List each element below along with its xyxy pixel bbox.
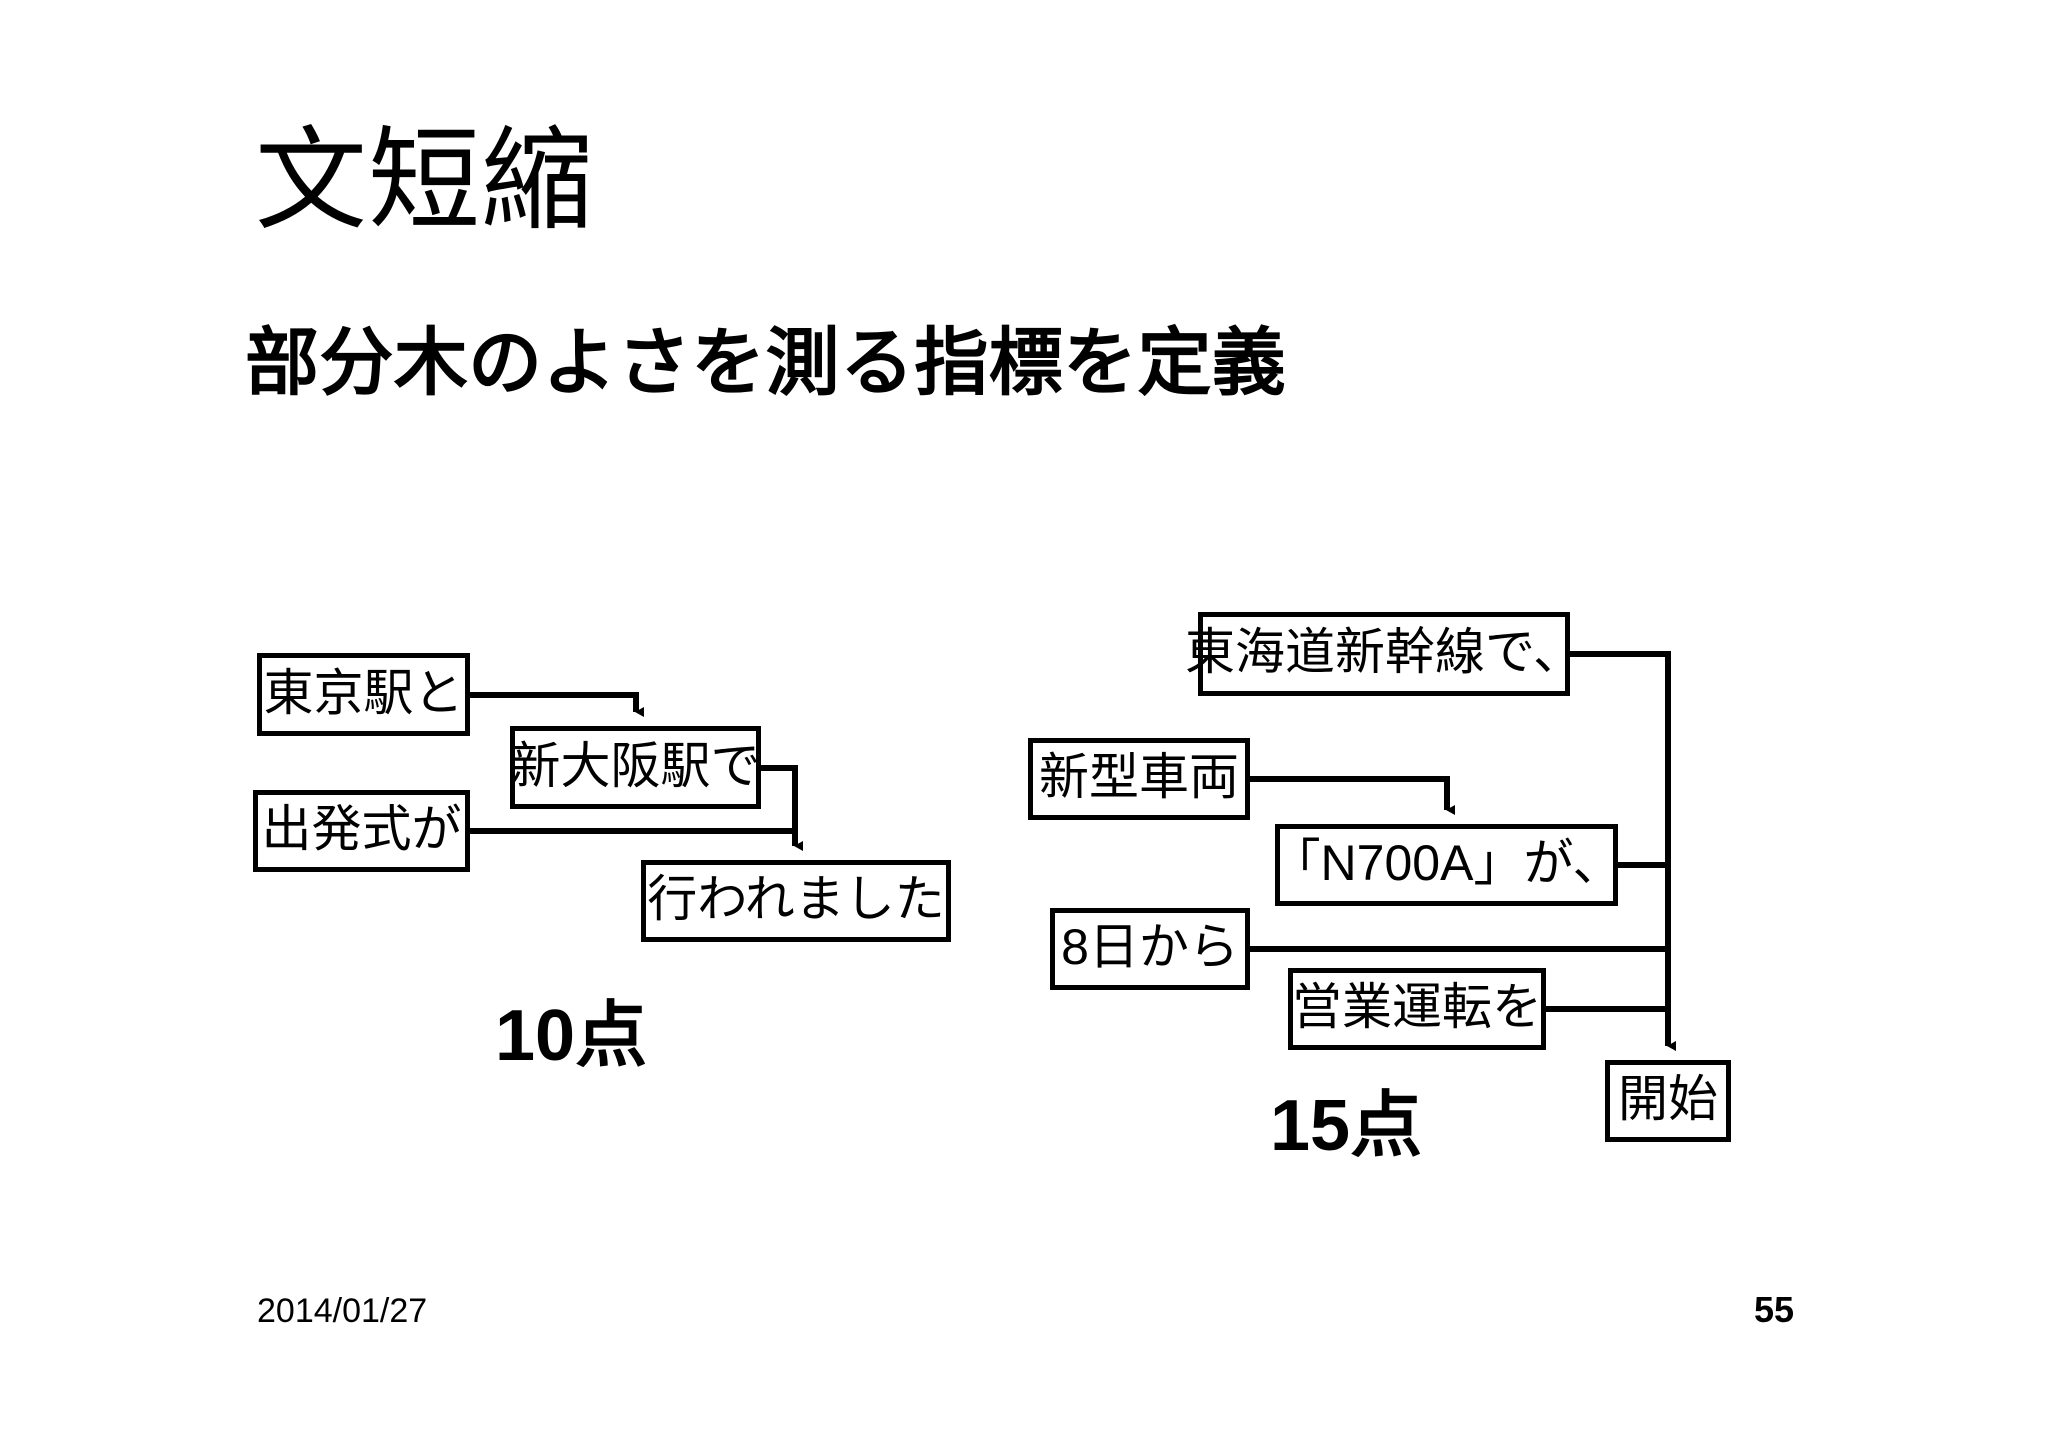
tree-node-left-2[interactable]: 新大阪駅で (510, 726, 761, 809)
tree-node-left-4[interactable]: 行われました (641, 860, 951, 942)
tree-node-right-3[interactable]: 「N700A」が、 (1271, 824, 1622, 906)
score-label-right: 15点 (1270, 1086, 1423, 1166)
edge-shinosaka-to-okonawaremashita (761, 765, 803, 851)
tree-node-right-5[interactable]: 営業運転を (1288, 968, 1546, 1050)
tree-node-right-2[interactable]: 新型車両 (1028, 738, 1250, 820)
edge-shingatasharyo-to-n700a (1250, 776, 1455, 815)
tree-node-right-6[interactable]: 開始 (1605, 1060, 1731, 1142)
footer-page-number: 55 (1754, 1289, 1795, 1330)
tree-node-right-1[interactable]: 東海道新幹線で、 (1185, 612, 1583, 696)
score-label-left: 10点 (495, 996, 648, 1076)
tree-node-right-4[interactable]: 8日から (1050, 908, 1250, 990)
tree-node-left-3[interactable]: 出発式が (253, 790, 470, 872)
page-title: 文短縮 (255, 118, 595, 243)
page-subtitle: 部分木のよさを測る指標を定義 (245, 321, 1287, 404)
footer-date: 2014/01/27 (257, 1292, 428, 1330)
edge-tokyoeki-to-shinosaka (470, 692, 644, 717)
tree-node-left-1[interactable]: 東京駅と (257, 653, 470, 736)
